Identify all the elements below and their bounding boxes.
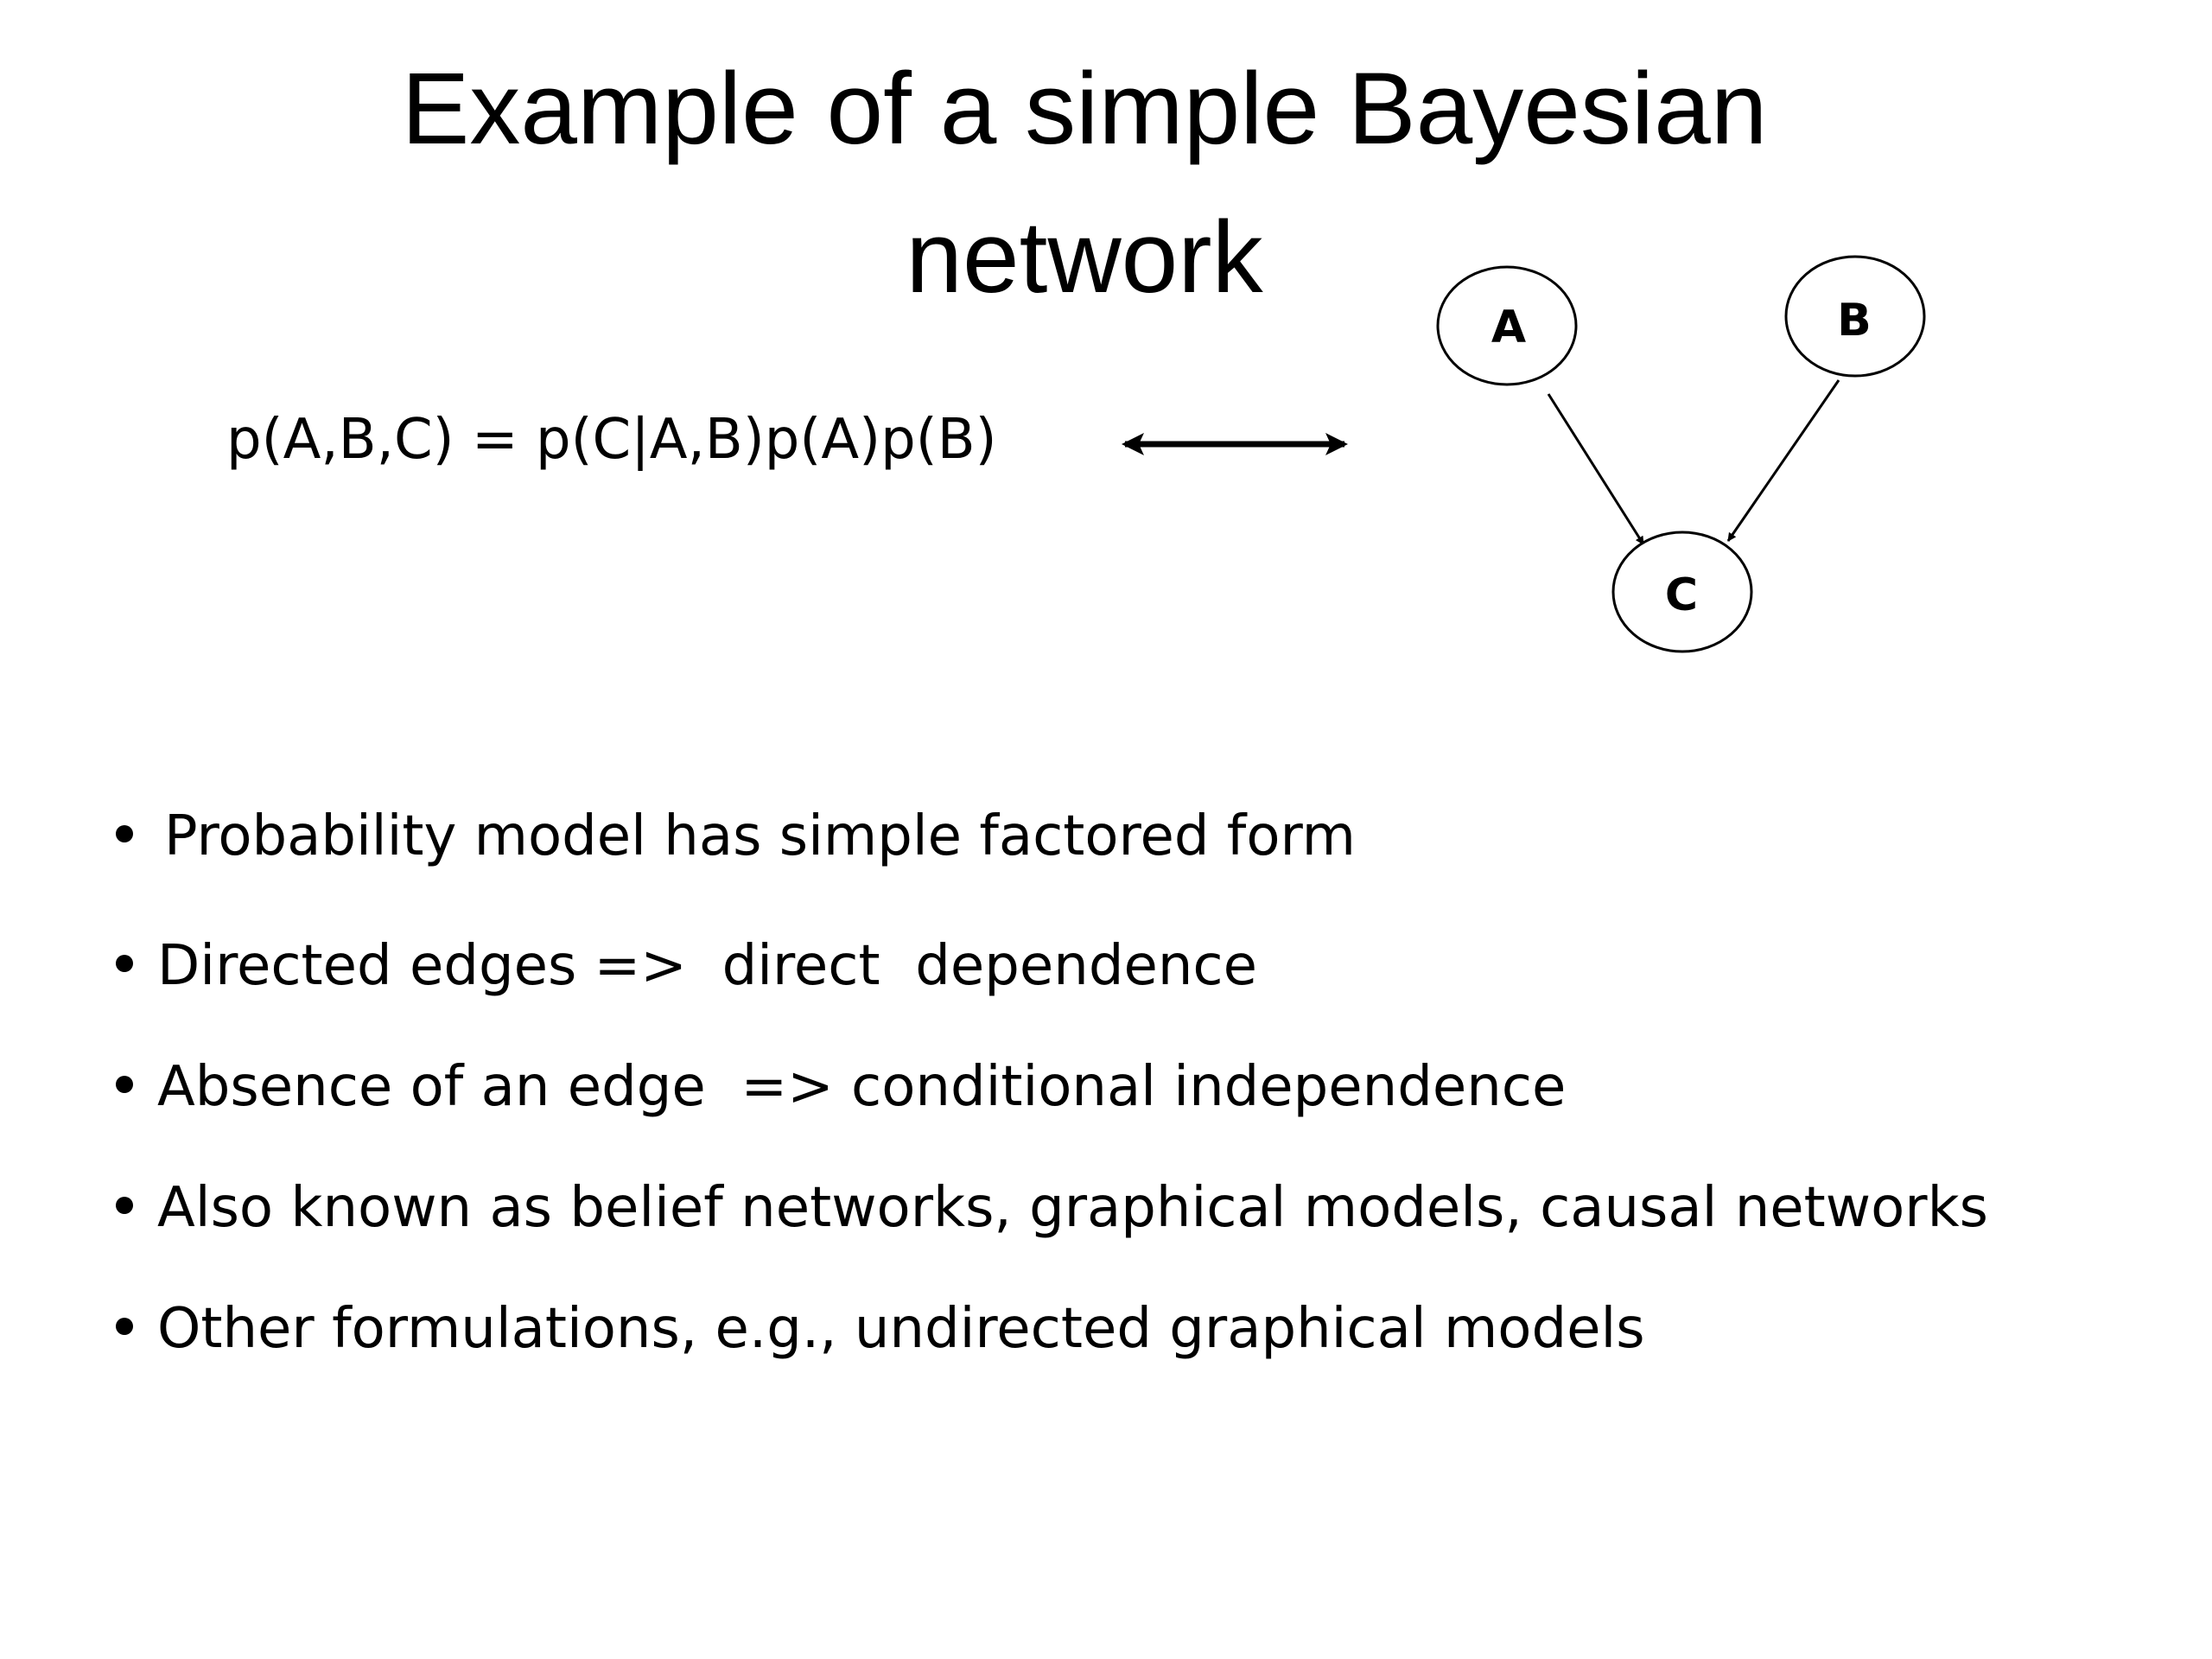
bullet-text: Directed edges => direct dependence [157,934,1257,998]
bullet-dot-icon [116,955,133,973]
node-a: A [1436,265,1578,386]
bullet-item: Probability model has simple factored fo… [116,802,1356,871]
edge-a-to-c [1547,393,1645,545]
bullet-dot-icon [116,1318,133,1336]
joint-probability-formula: p(A,B,C) = p(C|A,B)p(A)p(B) [226,408,997,472]
title-line-1: Example of a simple Bayesian [401,52,1768,166]
bullet-text: Also known as belief networks, graphical… [157,1176,1988,1240]
edge-b-to-c [1726,379,1840,542]
bullet-text: Probability model has simple factored fo… [164,804,1356,868]
node-b-label: B [1837,295,1872,346]
node-c-label: C [1665,569,1698,621]
bullet-dot-icon [116,1076,133,1094]
bullet-item: Absence of an edge => conditional indepe… [116,1052,1566,1122]
title-line-2: network [906,200,1263,315]
bullet-item: Other formulations, e.g., undirected gra… [116,1294,1645,1363]
node-a-label: A [1491,302,1526,353]
bullet-text: Absence of an edge => conditional indepe… [157,1055,1567,1119]
bullet-dot-icon [116,825,133,843]
node-c: C [1611,531,1753,653]
bullet-dot-icon [116,1197,133,1215]
slide-title: Example of a simple Bayesian network [173,35,1996,332]
node-b: B [1784,255,1926,378]
bullet-text: Other formulations, e.g., undirected gra… [157,1297,1645,1361]
bullet-item: Also known as belief networks, graphical… [116,1173,1988,1243]
bullet-item: Directed edges => direct dependence [116,931,1257,1001]
